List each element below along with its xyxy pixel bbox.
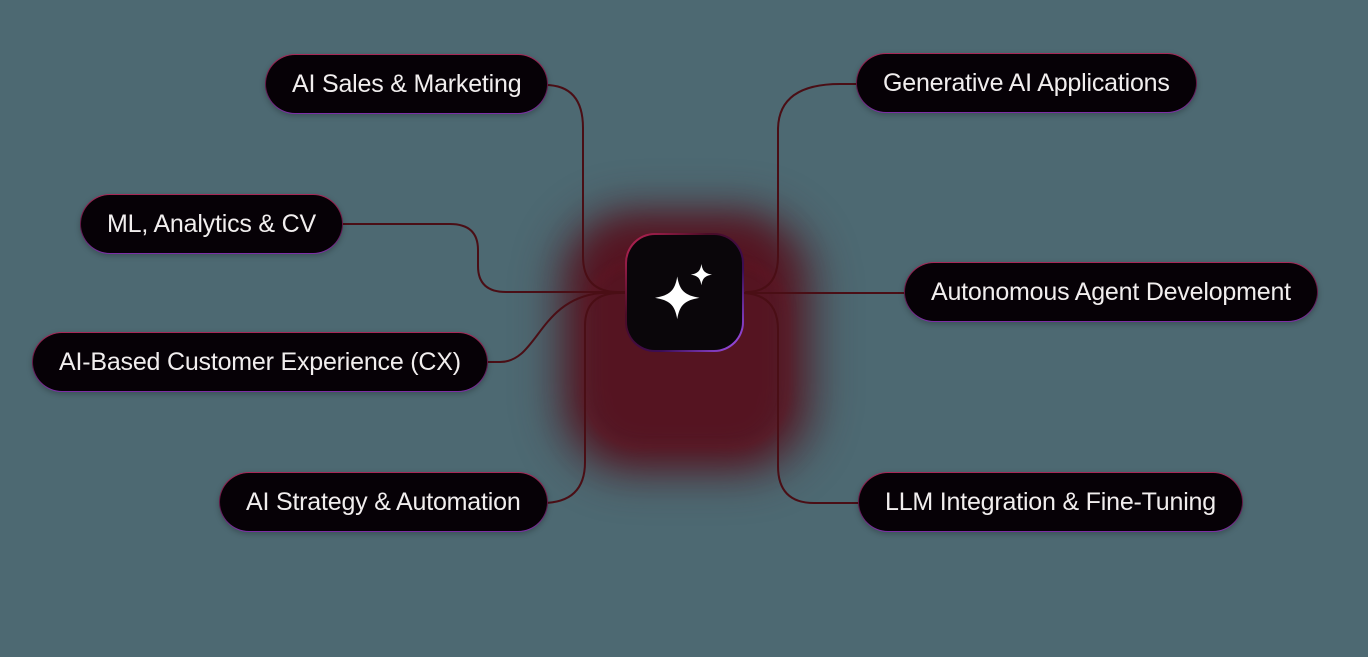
node-label: Autonomous Agent Development: [905, 263, 1317, 321]
sparkle-icon: [627, 235, 742, 350]
central-ai-icon: [625, 233, 744, 352]
node-label: Generative AI Applications: [857, 54, 1196, 112]
large-sparkle-shape: [655, 276, 700, 320]
node-pill-generative-ai-applications: Generative AI Applications: [856, 53, 1197, 113]
node-pill-autonomous-agent-development: Autonomous Agent Development: [904, 262, 1318, 322]
node-label: AI Strategy & Automation: [220, 473, 547, 531]
connector-generative-ai-applications: [745, 83, 857, 293]
connector-ai-strategy-automation: [527, 292, 621, 504]
node-label: LLM Integration & Fine-Tuning: [859, 473, 1242, 531]
node-pill-ml-analytics-cv: ML, Analytics & CV: [80, 194, 343, 254]
node-pill-llm-integration-fine-tuning: LLM Integration & Fine-Tuning: [858, 472, 1243, 532]
connector-ml-analytics-cv: [327, 223, 626, 293]
node-pill-ai-strategy-automation: AI Strategy & Automation: [219, 472, 548, 532]
node-label: AI-Based Customer Experience (CX): [33, 333, 487, 391]
connector-group: [327, 83, 905, 504]
node-pill-ai-sales-marketing: AI Sales & Marketing: [265, 54, 549, 114]
connector-ai-sales-marketing: [536, 84, 626, 293]
connector-ai-based-cx: [466, 292, 626, 363]
sparkle-glyphs: [655, 263, 713, 320]
node-label: AI Sales & Marketing: [266, 55, 548, 113]
node-label: ML, Analytics & CV: [81, 195, 342, 253]
node-pill-ai-based-cx: AI-Based Customer Experience (CX): [32, 332, 488, 392]
small-sparkle-shape: [690, 263, 713, 286]
connector-llm-integration-fine-tuning: [743, 292, 859, 504]
